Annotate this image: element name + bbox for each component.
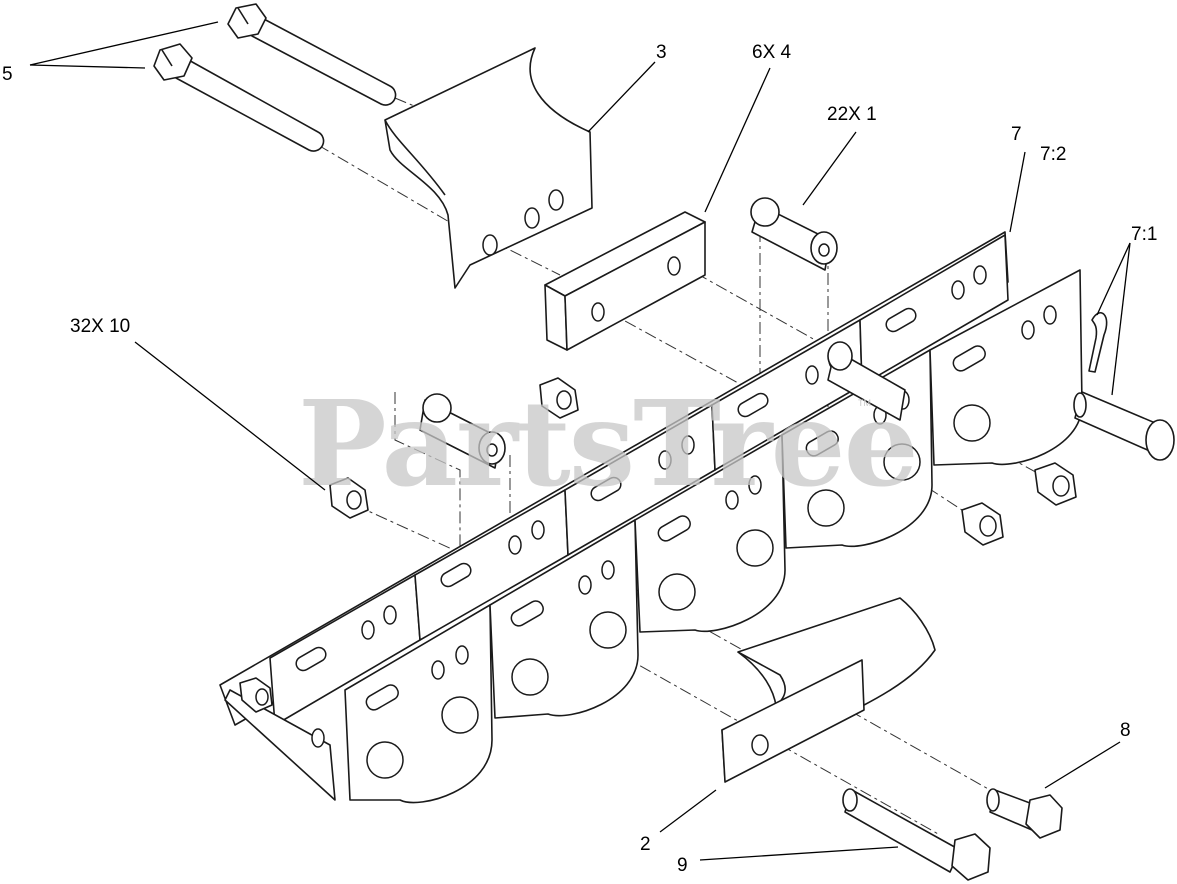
roller-1-lower — [419, 393, 506, 469]
callout-6x4: 6X 4 — [752, 42, 792, 63]
hex-nut — [239, 677, 273, 713]
bolt-5-lower — [153, 43, 325, 152]
hex-nut — [1034, 462, 1077, 506]
bolt-9 — [842, 788, 991, 881]
hex-nut — [329, 477, 369, 519]
callout-3: 3 — [656, 42, 667, 63]
hex-nuts-10 — [239, 377, 1077, 713]
callout-9: 9 — [677, 855, 688, 876]
hex-nut — [961, 502, 1004, 546]
spacer-block-4 — [544, 211, 706, 351]
clevis-pin-7-1 — [1073, 391, 1175, 461]
leader-lines — [29, 21, 1131, 861]
chain-back-row — [219, 231, 1009, 726]
callout-7-2: 7:2 — [1040, 144, 1066, 165]
callout-labels: 5 3 6X 4 22X 1 7 7:2 7:1 32X 10 8 2 9 — [2, 42, 1157, 876]
callout-32x10: 32X 10 — [70, 316, 130, 337]
bolt-8 — [986, 788, 1063, 839]
bracket-2 — [721, 597, 936, 783]
callout-7: 7 — [1011, 124, 1022, 145]
callout-8: 8 — [1120, 720, 1131, 741]
watermark-trademark: TM — [858, 398, 871, 408]
watermark: PartsTree TM — [298, 374, 919, 513]
cotter-pin-7-1 — [1088, 312, 1108, 373]
bolt-5-upper — [227, 3, 397, 106]
callout-2: 2 — [640, 834, 651, 855]
callout-5: 5 — [2, 64, 13, 85]
callout-7-1: 7:1 — [1131, 224, 1157, 245]
callout-22x1: 22X 1 — [827, 104, 877, 125]
hex-nut — [539, 377, 579, 419]
watermark-text: PartsTree — [298, 374, 917, 513]
chain-front-row — [224, 269, 1083, 804]
bracket-3 — [384, 47, 593, 289]
spacer-7-2 — [827, 341, 906, 421]
roller-1-upper — [750, 197, 838, 271]
